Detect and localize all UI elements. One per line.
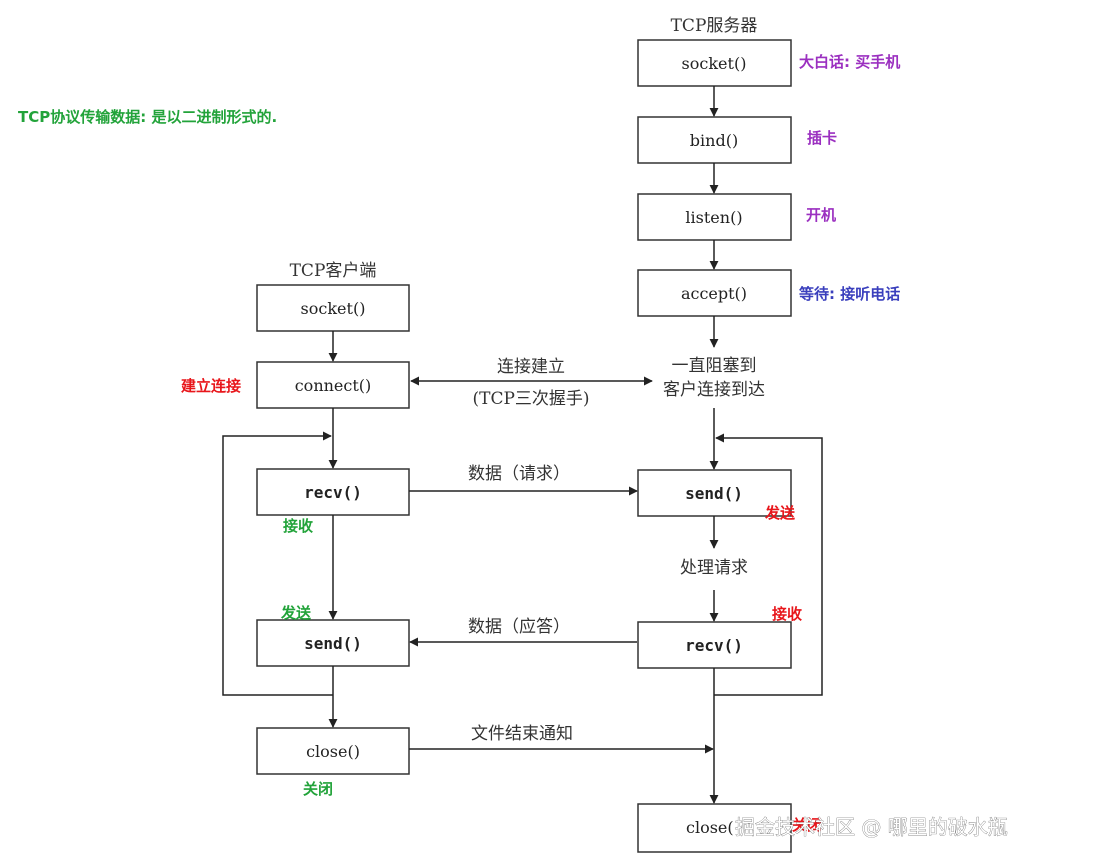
request-label: 数据（请求） <box>468 464 570 484</box>
client-connect-label: connect() <box>295 376 372 395</box>
server-loop-line <box>714 433 823 696</box>
annotation-power-on: 开机 <box>806 206 836 224</box>
connect-label-line2: (TCP三次握手) <box>472 389 589 409</box>
eof-label: 文件结束通知 <box>471 724 573 744</box>
server-bind-label: bind() <box>690 131 738 150</box>
server-accept-box: accept() <box>637 269 792 317</box>
server-recv-label: recv() <box>685 636 743 655</box>
annotation-establish: 建立连接 <box>181 377 241 395</box>
server-block-line2: 客户连接到达 <box>663 380 765 400</box>
annotation-server-send: 发送 <box>764 504 796 522</box>
server-listen-label: listen() <box>685 208 742 227</box>
annotation-client-receive: 接收 <box>283 517 313 535</box>
annotation-buy-phone: 大白话: 买手机 <box>799 53 900 71</box>
response-label: 数据（应答） <box>468 617 570 637</box>
annotation-insert-card: 插卡 <box>807 129 837 147</box>
client-close-label: close() <box>306 742 360 761</box>
server-block-line1: 一直阻塞到 <box>672 356 757 376</box>
server-listen-box: listen() <box>637 193 792 241</box>
client-send-label: send() <box>304 634 362 653</box>
server-header: TCP服务器 <box>671 16 758 36</box>
client-loop-line <box>222 431 333 696</box>
server-bind-box: bind() <box>637 116 792 164</box>
server-close-label: close( <box>686 818 734 837</box>
server-socket-label: socket() <box>682 54 747 73</box>
server-socket-box: socket() <box>637 39 792 87</box>
server-send-label: send() <box>685 484 743 503</box>
server-process-label: 处理请求 <box>680 558 748 578</box>
annotation-server-close: 关闭 <box>792 816 822 834</box>
watermark: 掘金技术社区 @ 哪里的破水瓶 <box>735 815 1008 839</box>
client-recv-box: recv() <box>256 468 410 516</box>
client-socket-box: socket() <box>256 284 410 332</box>
annotation-wait-call: 等待: 接听电话 <box>799 285 900 303</box>
annotation-client-close: 关闭 <box>303 780 333 798</box>
server-recv-box: recv() <box>637 621 792 669</box>
connect-label-line1: 连接建立 <box>497 357 565 377</box>
annotation-client-send: 发送 <box>280 604 312 622</box>
client-connect-box: connect() <box>256 361 410 409</box>
client-close-box: close() <box>256 727 410 775</box>
server-close-box: close( <box>637 803 792 853</box>
client-socket-label: socket() <box>301 299 366 318</box>
server-accept-label: accept() <box>681 284 747 303</box>
binary-note: TCP协议传输数据: 是以二进制形式的. <box>18 108 277 126</box>
client-send-box: send() <box>256 619 410 667</box>
client-recv-label: recv() <box>304 483 362 502</box>
server-send-box: send() <box>637 469 792 517</box>
client-header: TCP客户端 <box>290 261 377 281</box>
annotation-server-receive: 接收 <box>772 605 802 623</box>
